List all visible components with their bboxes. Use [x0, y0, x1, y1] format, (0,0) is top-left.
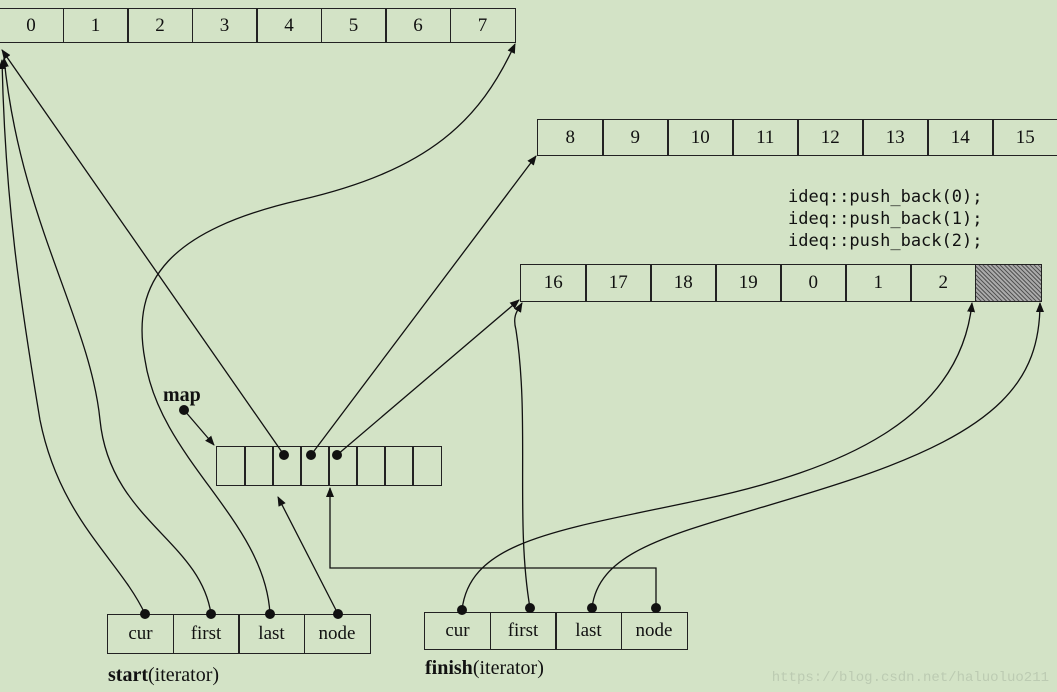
iterator-field: first	[172, 614, 240, 654]
finish-title: finish	[425, 657, 473, 679]
map-node-to-buffer0	[1, 49, 285, 456]
buffer-cell: 14	[927, 119, 994, 156]
buffer-cell: 0	[0, 8, 64, 43]
buffer-cell: 9	[602, 119, 669, 156]
map-label: map	[163, 384, 201, 406]
finish-last-arrow	[591, 302, 1044, 609]
map-slot	[216, 446, 246, 486]
map-slot	[328, 446, 358, 486]
buffer-cell: 18	[650, 264, 717, 302]
buffer-cell: 5	[320, 8, 387, 43]
buffer-cell: 12	[797, 119, 864, 156]
finish-node-arrow	[326, 487, 657, 608]
buffer-cell: 7	[449, 8, 516, 43]
finish-cur-arrow	[461, 302, 976, 611]
start-cur-arrow	[0, 59, 146, 615]
start-title: start	[108, 664, 148, 686]
buffer-cell: 1	[62, 8, 129, 43]
map-slot	[244, 446, 274, 486]
map-pointer-arrow	[183, 409, 215, 446]
buffer-cell: 1	[845, 264, 912, 302]
map-node-to-buffer1	[310, 155, 537, 456]
buffer-cell: 10	[667, 119, 734, 156]
iterator-field: cur	[424, 612, 491, 650]
map-slot	[356, 446, 386, 486]
buffer-cell: 0	[780, 264, 847, 302]
start-node-arrow	[277, 496, 339, 615]
map-slot	[272, 446, 302, 486]
iterator-field: first	[489, 612, 557, 650]
buffer-cell: 3	[191, 8, 258, 43]
buffer-cell: 19	[715, 264, 782, 302]
watermark: https://blog.csdn.net/haluoluo211	[771, 670, 1049, 686]
iterator-field: last	[555, 612, 622, 650]
code-line: ideq::push_back(0);	[788, 187, 983, 207]
buffer-cell: 11	[732, 119, 799, 156]
buffer-cell: 2	[127, 8, 193, 43]
buffer-cell: 16	[520, 264, 587, 302]
finish-title-suffix: (iterator)	[472, 657, 544, 679]
map-node-to-buffer2	[336, 299, 520, 456]
start-title-suffix: (iterator)	[147, 664, 220, 686]
buffer-cell	[975, 264, 1042, 302]
buffer-cell: 8	[537, 119, 604, 156]
finish-first-arrow	[514, 302, 531, 609]
start-first-arrow	[0, 57, 212, 615]
push-back-code: ideq::push_back(0); ideq::push_back(1); …	[788, 186, 982, 252]
code-line: ideq::push_back(2);	[788, 231, 983, 251]
map-slot	[384, 446, 414, 486]
buffer-cell: 17	[585, 264, 652, 302]
code-line: ideq::push_back(1);	[788, 209, 983, 229]
buffer-cell: 13	[862, 119, 929, 156]
buffer-cell: 15	[992, 119, 1057, 156]
buffer-cell: 6	[385, 8, 451, 43]
buffer-cell: 4	[256, 8, 322, 43]
map-slot	[412, 446, 442, 486]
map-slot	[300, 446, 330, 486]
start-last-arrow	[141, 43, 516, 615]
finish-label: finish(iterator)	[425, 657, 544, 680]
start-label: start(iterator)	[108, 664, 219, 687]
